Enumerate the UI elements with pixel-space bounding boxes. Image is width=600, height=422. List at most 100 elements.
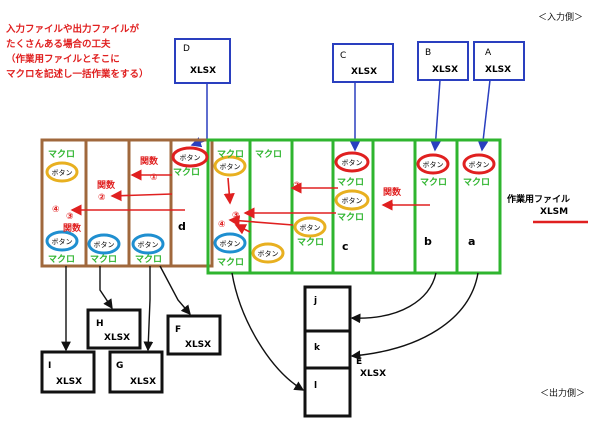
func-number: ① — [386, 201, 394, 211]
svg-text:ボタン: ボタン — [138, 240, 159, 249]
svg-text:G: G — [116, 361, 123, 371]
output-file-f: F XLSX — [166, 314, 222, 356]
file-ext: XLSX — [190, 66, 216, 76]
note-line: マクロを記述し一括作業をする） — [6, 69, 149, 80]
macro-label: マクロ — [463, 177, 490, 188]
note-line: たくさんある場合の工夫 — [6, 39, 111, 50]
input-arrow — [477, 79, 491, 152]
button-blue[interactable]: ボタン — [131, 233, 165, 255]
svg-text:I: I — [48, 361, 51, 371]
svg-text:ボタン: ボタン — [258, 249, 279, 258]
func-number: ④ — [218, 220, 226, 230]
svg-text:ボタン: ボタン — [180, 153, 201, 162]
func-number: ② — [98, 193, 106, 203]
macro-label: マクロ — [217, 257, 244, 268]
macro-label: マクロ — [297, 237, 324, 248]
svg-text:l: l — [314, 381, 317, 391]
button-orange[interactable]: ボタン — [251, 242, 285, 264]
func-number: ④ — [52, 205, 60, 215]
func-label: 関数 — [383, 186, 402, 198]
svg-text:ボタン: ボタン — [52, 168, 73, 177]
button-red[interactable]: ボタン — [334, 151, 370, 173]
file-letter: A — [485, 48, 492, 58]
button-red[interactable]: ボタン — [462, 153, 496, 175]
output-arrows — [61, 265, 479, 391]
macro-label: マクロ — [337, 212, 364, 223]
note-line: （作業用ファイルとそこに — [6, 54, 120, 65]
input-arrow — [430, 79, 441, 152]
macro-label: マクロ — [420, 177, 447, 188]
svg-text:k: k — [314, 343, 321, 353]
input-file-b: B XLSX — [417, 41, 469, 81]
button-red[interactable]: ボタン — [171, 146, 209, 168]
input-side-label: ＜入力側＞ — [538, 13, 584, 23]
output-file-g: G XLSX — [108, 350, 164, 394]
macro-label: マクロ — [48, 149, 75, 160]
svg-text:XLSX: XLSX — [104, 333, 130, 343]
button-blue[interactable]: ボタン — [87, 233, 121, 255]
svg-text:ボタン: ボタン — [220, 162, 241, 171]
work-file-name: 作業用ファイル — [507, 193, 570, 205]
output-sheet-group — [40, 138, 214, 268]
note-line: 入力ファイルや出力ファイルが — [6, 24, 140, 35]
sheet-label-b: b — [424, 235, 432, 248]
button-orange[interactable]: ボタン — [334, 189, 370, 211]
macro-label: マクロ — [173, 167, 200, 178]
macro-label: マクロ — [48, 254, 75, 265]
input-arrow — [190, 83, 208, 148]
output-file-h: H XLSX — [86, 308, 142, 350]
button-orange[interactable]: ボタン — [45, 161, 79, 183]
button-orange[interactable]: ボタン — [213, 155, 247, 177]
svg-text:XLSX: XLSX — [56, 377, 82, 387]
output-file-i: I XLSX — [40, 350, 96, 394]
file-letter: B — [425, 48, 431, 58]
svg-text:ボタン: ボタン — [52, 237, 73, 246]
sheet-label-c: c — [342, 240, 349, 253]
button-blue[interactable]: ボタン — [213, 232, 247, 254]
svg-text:j: j — [313, 296, 317, 306]
svg-text:XLSX: XLSX — [130, 377, 156, 387]
svg-text:ボタン: ボタン — [342, 196, 363, 205]
svg-text:H: H — [96, 319, 104, 329]
svg-text:XLSX: XLSX — [185, 340, 211, 350]
button-red[interactable]: ボタン — [416, 153, 450, 175]
notes: 入力ファイルや出力ファイルが たくさんある場合の工夫 （作業用ファイルとそこに … — [6, 22, 149, 82]
func-number: ③ — [66, 212, 74, 222]
button-orange[interactable]: ボタン — [293, 216, 327, 238]
svg-text:ボタン: ボタン — [220, 239, 241, 248]
function-arrows — [70, 169, 430, 235]
sheet-label-d: d — [178, 220, 186, 233]
macro-label: マクロ — [135, 254, 162, 265]
svg-text:E: E — [356, 357, 362, 367]
sheet-label-a: a — [468, 235, 475, 248]
svg-text:ボタン: ボタン — [469, 160, 490, 169]
work-file-ext: XLSM — [540, 207, 568, 217]
svg-text:F: F — [175, 325, 181, 335]
file-ext: XLSX — [351, 67, 377, 77]
func-number: ① — [150, 173, 158, 183]
file-ext: XLSX — [432, 65, 458, 75]
macro-label: マクロ — [90, 254, 117, 265]
func-label: 関数 — [140, 155, 159, 167]
svg-text:ボタン: ボタン — [94, 240, 115, 249]
func-label: 関数 — [63, 222, 82, 234]
input-file-d: D XLSX — [174, 38, 231, 84]
svg-text:ボタン: ボタン — [423, 160, 444, 169]
macro-label: マクロ — [255, 149, 282, 160]
input-file-a: A XLSX — [473, 41, 525, 81]
output-side-label: ＜出力側＞ — [540, 389, 586, 399]
button-blue[interactable]: ボタン — [45, 230, 79, 252]
func-number: ② — [293, 181, 301, 191]
file-ext: XLSX — [485, 65, 511, 75]
file-letter: C — [340, 51, 346, 61]
func-label: 関数 — [97, 179, 116, 191]
file-letter: D — [183, 44, 190, 54]
macro-label: マクロ — [217, 149, 244, 160]
output-file-e: j k l E XLSX — [303, 285, 386, 418]
svg-text:ボタン: ボタン — [342, 158, 363, 167]
input-sheet-group — [206, 138, 502, 275]
svg-text:ボタン: ボタン — [300, 223, 321, 232]
input-file-c: C XLSX — [332, 43, 394, 83]
macro-label: マクロ — [337, 177, 364, 188]
